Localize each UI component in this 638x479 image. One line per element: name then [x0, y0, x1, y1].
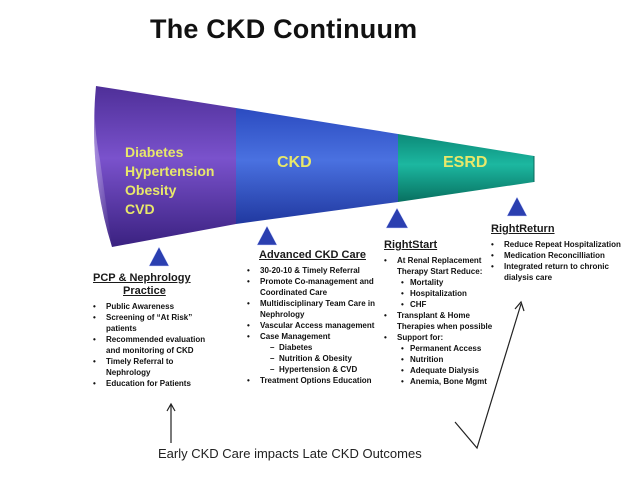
pcp-list: Public Awareness Screening of “At Risk” … — [93, 301, 213, 389]
case-management-sublist: Diabetes Nutrition & Obesity Hypertensio… — [267, 342, 382, 375]
stage-ckd-label: CKD — [277, 154, 312, 171]
list-item: Screening of “At Risk” patients — [93, 312, 213, 334]
marker-rightreturn-triangle — [506, 196, 528, 217]
advanced-ckd-section: Advanced CKD Care 30-20-10 & Timely Refe… — [247, 249, 382, 386]
list-item: Support for: — [384, 332, 494, 343]
advanced-list-end: Treatment Options Education — [247, 375, 382, 386]
page-title: The CKD Continuum — [150, 14, 418, 44]
advanced-list: 30-20-10 & Timely Referral Promote Co-ma… — [247, 265, 382, 342]
list-item: Transplant & Home Therapies when possibl… — [384, 310, 494, 332]
sub-item: Diabetes — [267, 342, 382, 353]
list-item: Timely Referral to Nephrology — [93, 356, 213, 378]
pcp-section: PCP & Nephrology Practice Public Awarene… — [93, 272, 213, 389]
rightstart-sublist-1: Mortality Hospitalization CHF — [398, 277, 494, 310]
list-item: Medication Reconcilliation — [491, 250, 631, 261]
sub-item: Mortality — [398, 277, 494, 288]
sub-item: Nutrition — [398, 354, 494, 365]
footer-caption: Early CKD Care impacts Late CKD Outcomes — [158, 446, 422, 461]
list-item: Case Management — [247, 331, 382, 342]
rightstart-section: RightStart At Renal Replacement Therapy … — [384, 239, 494, 387]
funnel-segment-esrd — [398, 134, 534, 202]
list-item: Promote Co-management and Coordinated Ca… — [247, 276, 382, 298]
sub-item: Hospitalization — [398, 288, 494, 299]
advanced-heading: Advanced CKD Care — [259, 249, 366, 261]
risk-factor: Hypertension — [125, 163, 215, 179]
list-item: At Renal Replacement Therapy Start Reduc… — [384, 255, 494, 277]
rightreturn-heading: RightReturn — [491, 223, 555, 235]
rightreturn-list: Reduce Repeat Hospitalization Medication… — [491, 239, 631, 283]
rightreturn-section: RightReturn Reduce Repeat Hospitalizatio… — [491, 223, 631, 283]
risk-factor: CVD — [125, 201, 155, 217]
sub-item: Hypertension & CVD — [267, 364, 382, 375]
rightstart-list-2: Transplant & Home Therapies when possibl… — [384, 310, 494, 343]
stage-esrd-label: ESRD — [443, 154, 488, 171]
pcp-heading-line2: Practice — [123, 285, 166, 297]
rightstart-sublist-2: Permanent Access Nutrition Adequate Dial… — [398, 343, 494, 387]
marker-pcp-triangle — [148, 246, 170, 267]
risk-factor: Diabetes — [125, 144, 184, 160]
rightstart-heading: RightStart — [384, 239, 438, 251]
list-item: Public Awareness — [93, 301, 213, 312]
list-item: Vascular Access management — [247, 320, 382, 331]
pcp-heading: PCP & Nephrology — [93, 272, 191, 284]
risk-factor-list: Diabetes Hypertension Obesity CVD — [125, 143, 214, 219]
risk-factor: Obesity — [125, 182, 177, 198]
marker-advanced-triangle — [256, 225, 278, 246]
list-item: Reduce Repeat Hospitalization — [491, 239, 631, 250]
sub-item: Permanent Access — [398, 343, 494, 354]
list-item: Treatment Options Education — [247, 375, 382, 386]
rightstart-list: At Renal Replacement Therapy Start Reduc… — [384, 255, 494, 277]
sub-item: Nutrition & Obesity — [267, 353, 382, 364]
sub-item: Adequate Dialysis — [398, 365, 494, 376]
list-item: Education for Patients — [93, 378, 213, 389]
sub-item: Anemia, Bone Mgmt — [398, 376, 494, 387]
marker-rightstart-triangle — [385, 207, 409, 229]
list-item: Recommended evaluation and monitoring of… — [93, 334, 213, 356]
arrow-to-late-outcomes — [454, 300, 525, 450]
list-item: Integrated return to chronic dialysis ca… — [491, 261, 631, 283]
sub-item: CHF — [398, 299, 494, 310]
arrow-to-pcp — [166, 402, 176, 443]
funnel-segment-risk — [94, 86, 236, 247]
funnel-segment-ckd — [236, 108, 398, 224]
list-item: 30-20-10 & Timely Referral — [247, 265, 382, 276]
list-item: Multidisciplinary Team Care in Nephrolog… — [247, 298, 382, 320]
